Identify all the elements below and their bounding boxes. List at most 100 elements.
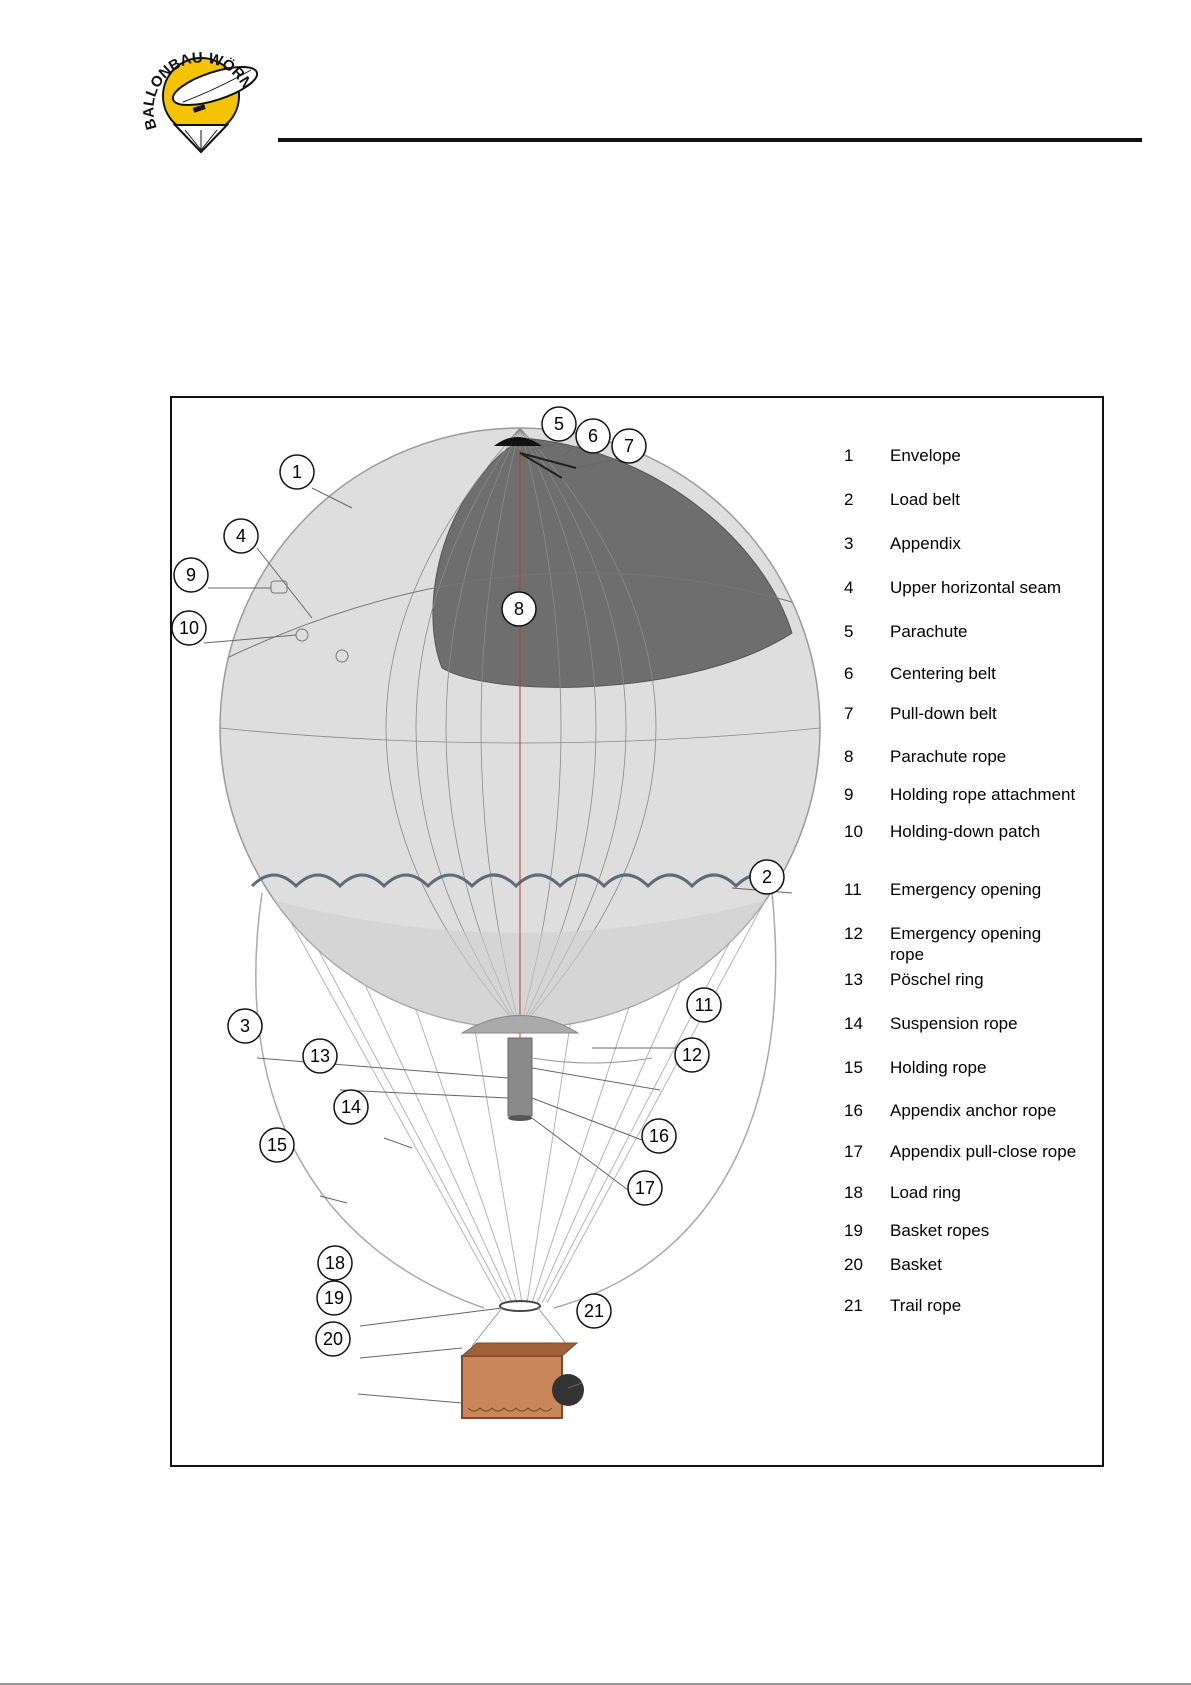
suspension-ropes bbox=[271, 887, 773, 1304]
legend-label: Emergency opening bbox=[890, 924, 1041, 943]
legend-number: 16 bbox=[844, 1101, 863, 1120]
callout-number: 19 bbox=[324, 1288, 344, 1308]
legend-number: 2 bbox=[844, 490, 853, 509]
emergency-opening-rope bbox=[531, 1057, 653, 1064]
upper-horizontal-seam bbox=[226, 572, 813, 659]
callout-circle bbox=[316, 1280, 352, 1316]
legend-label: Trail rope bbox=[890, 1296, 961, 1315]
legend-label: Pöschel ring bbox=[890, 970, 984, 989]
appendix-skirt bbox=[460, 1015, 580, 1034]
callout-18: 18 bbox=[317, 1245, 353, 1281]
holding-rope-attachment bbox=[270, 580, 288, 594]
callout-circle bbox=[749, 859, 785, 895]
callout-20: 20 bbox=[315, 1321, 351, 1357]
callout-circle bbox=[674, 1037, 710, 1073]
legend-label: rope bbox=[890, 945, 924, 964]
legend-item-8: 8 Parachute rope bbox=[844, 747, 1006, 766]
callout-circle bbox=[686, 987, 722, 1023]
legend-number: 1 bbox=[844, 446, 853, 465]
legend-number: 14 bbox=[844, 1014, 863, 1033]
callout-16: 16 bbox=[641, 1118, 677, 1154]
ballonbau-woerner-logo: BALLONBAU WÖRNER bbox=[135, 30, 259, 154]
legend-number: 8 bbox=[844, 747, 853, 766]
callout-number: 17 bbox=[635, 1178, 655, 1198]
legend-number: 6 bbox=[844, 664, 853, 683]
callout-10: 10 bbox=[172, 610, 207, 646]
callout-number: 5 bbox=[554, 414, 564, 434]
callout-circle bbox=[333, 1089, 369, 1125]
callout-circle bbox=[223, 518, 259, 554]
callout-circle bbox=[541, 406, 577, 442]
legend-number: 4 bbox=[844, 578, 853, 597]
legend-label: Appendix bbox=[890, 534, 961, 553]
legend-item-14: 14 Suspension rope bbox=[844, 1014, 1018, 1033]
legend-number: 10 bbox=[844, 822, 863, 841]
legend-label: Parachute bbox=[890, 622, 968, 641]
callout-number: 13 bbox=[310, 1046, 330, 1066]
callout-4: 4 bbox=[223, 518, 259, 554]
appendix bbox=[507, 1037, 533, 1117]
callout-number: 2 bbox=[762, 867, 772, 887]
callout-3: 3 bbox=[227, 1008, 263, 1044]
callout-circle bbox=[172, 610, 207, 646]
legend-number: 19 bbox=[844, 1221, 863, 1240]
callout-number: 18 bbox=[325, 1253, 345, 1273]
legend-number: 5 bbox=[844, 622, 853, 641]
callout-number: 9 bbox=[186, 565, 196, 585]
callout-circle bbox=[259, 1127, 295, 1163]
legend-label: Load ring bbox=[890, 1183, 961, 1202]
envelope bbox=[219, 427, 821, 1118]
callout-8: 8 bbox=[501, 591, 537, 627]
callout-number: 12 bbox=[682, 1045, 702, 1065]
legend-item-18: 18 Load ring bbox=[844, 1183, 961, 1202]
callout-circle bbox=[227, 1008, 263, 1044]
legend-label: Appendix anchor rope bbox=[890, 1101, 1056, 1120]
holding-rope bbox=[255, 892, 485, 1309]
legend-number: 18 bbox=[844, 1183, 863, 1202]
legend-label: Load belt bbox=[890, 490, 960, 509]
legend-label: Basket bbox=[890, 1255, 942, 1274]
callout-circle bbox=[501, 591, 537, 627]
callout-9: 9 bbox=[173, 557, 209, 593]
legend-item-19: 19 Basket ropes bbox=[844, 1221, 989, 1240]
callout-number: 1 bbox=[292, 462, 302, 482]
legend-item-3: 3 Appendix bbox=[844, 534, 961, 553]
callout-circle bbox=[317, 1245, 353, 1281]
legend-label: Parachute rope bbox=[890, 747, 1006, 766]
trail-rope bbox=[552, 1374, 584, 1406]
callout-circle bbox=[279, 454, 315, 490]
callout-circle bbox=[641, 1118, 677, 1154]
legend-label: Basket ropes bbox=[890, 1221, 989, 1240]
callout-6: 6 bbox=[575, 418, 611, 454]
legend-item-16: 16 Appendix anchor rope bbox=[844, 1101, 1056, 1120]
callout-number: 4 bbox=[236, 526, 246, 546]
page-bottom-rule bbox=[0, 1683, 1191, 1685]
legend-label: Suspension rope bbox=[890, 1014, 1018, 1033]
legend-label: Emergency opening bbox=[890, 880, 1041, 899]
callout-circle bbox=[315, 1321, 351, 1357]
callout-number: 8 bbox=[514, 599, 524, 619]
callout-circle bbox=[173, 557, 209, 593]
callout-number: 21 bbox=[584, 1301, 604, 1321]
legend-number: 3 bbox=[844, 534, 853, 553]
callout-circle bbox=[627, 1170, 663, 1206]
callout-14: 14 bbox=[333, 1089, 369, 1125]
callout-number: 3 bbox=[240, 1016, 250, 1036]
holding-down-patch bbox=[335, 649, 349, 663]
legend-label: Appendix pull-close rope bbox=[890, 1142, 1076, 1161]
